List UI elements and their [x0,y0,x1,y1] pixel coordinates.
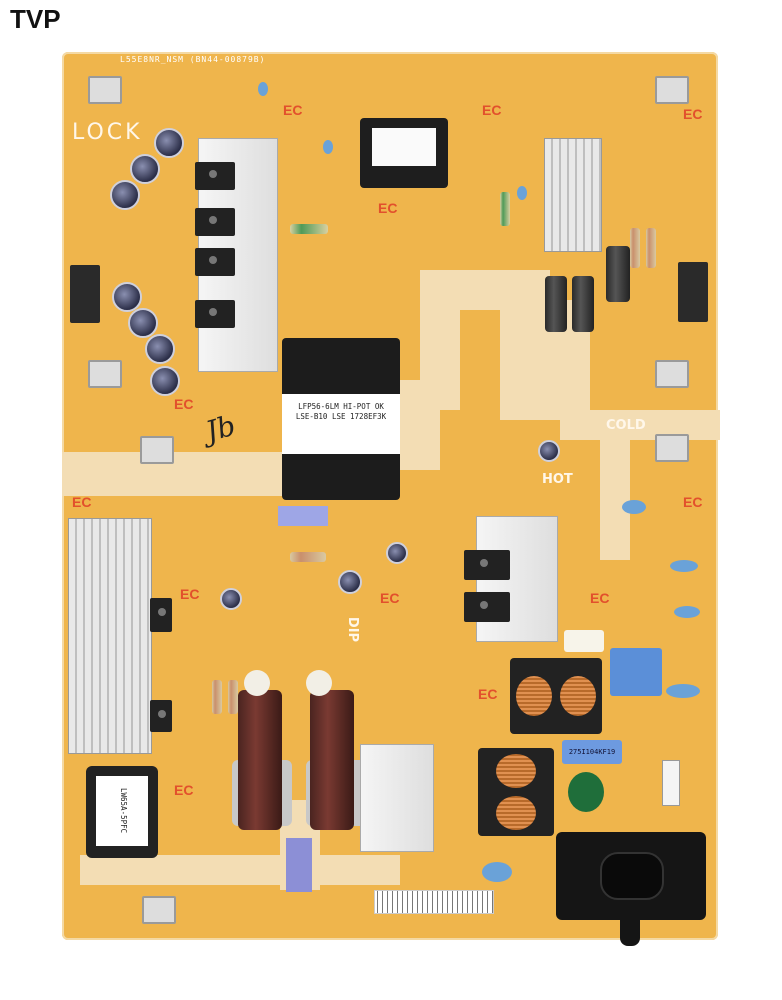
ceramic-capacitor [258,82,268,96]
resistor [500,192,510,226]
ec-mark: EC [283,102,303,118]
cold-label: COLD [606,418,646,433]
mounting-clip [655,360,689,388]
watermark: TVP [10,4,61,34]
electrolytic-capacitor [545,276,567,332]
x-capacitor: 275I104KF19 [562,740,622,764]
transistor [195,248,235,276]
ceramic-capacitor [482,862,512,882]
heatsink [68,518,152,754]
transistor [150,700,172,732]
isolation-lane [62,478,342,496]
ceramic-capacitor [517,186,527,200]
pfc-coil-label: LW65A-5PFC [96,776,148,846]
ec-mark: EC [180,586,200,602]
mounting-clip [140,436,174,464]
transistor [150,598,172,632]
capacitor [154,128,184,158]
ec-mark: EC [174,396,194,412]
fuse [662,760,680,806]
transformer-label-line1: LFP56-6LM HI-POT OK [298,402,384,411]
capacitor [386,542,408,564]
isolation-lane [600,430,630,560]
ceramic-capacitor [666,684,700,698]
resistor [630,228,640,268]
transistor [464,592,510,622]
isolation-lane [80,855,400,885]
electrolytic-capacitor [572,276,594,332]
standby-transformer [360,118,448,188]
ceramic-capacitor [622,500,646,514]
main-transformer: LFP56-6LM HI-POT OK LSE-B10 LSE 1728EF3K [282,338,400,500]
mounting-clip [655,434,689,462]
common-mode-choke [478,748,554,836]
ec-mark: EC [478,686,498,702]
lock-label: LOCK [72,120,143,145]
barcode-label [374,890,494,914]
ceramic-capacitor [674,606,700,618]
capacitor [128,308,158,338]
capacitor [112,282,142,312]
capacitor [145,334,175,364]
mounting-clip [88,76,122,104]
ceramic-capacitor [323,140,333,154]
ec-mark: EC [174,782,194,798]
ec-mark: EC [683,106,703,122]
capacitor [338,570,362,594]
transistor [464,550,510,580]
capacitor-sleeve [286,838,312,892]
ac-inlet-tab [620,918,640,946]
mounting-clip [88,360,122,388]
electrolytic-capacitor [606,246,630,302]
white-capacitor [564,630,604,652]
capacitor [538,440,560,462]
x-capacitor-label: 275I104KF19 [568,748,616,756]
capacitor-sleeve [278,506,328,526]
resistor [228,680,238,714]
transformer-label-line2: LSE-B10 LSE 1728EF3K [295,412,387,421]
ac-power-inlet[interactable] [556,832,706,920]
bulk-capacitor [310,690,354,830]
capacitor-top [306,670,332,696]
x-capacitor [610,648,662,696]
bulk-capacitor [238,690,282,830]
ec-mark: EC [590,590,610,606]
resistor [290,224,328,234]
heatsink [360,744,434,852]
hot-label: HOT [542,472,573,487]
capacitor [220,588,242,610]
model-label: L55E8NR_NSM (BN44-00879B) [120,55,266,64]
resistor [290,552,326,562]
ec-mark: EC [683,494,703,510]
ec-mark: EC [482,102,502,118]
isolation-lane [560,410,720,440]
thermistor [568,772,604,812]
transistor [195,162,235,190]
mounting-clip [142,896,176,924]
connector[interactable] [678,262,708,322]
ceramic-capacitor [670,560,698,572]
transistor [195,208,235,236]
capacitor [150,366,180,396]
capacitor [110,180,140,210]
mounting-clip [655,76,689,104]
transistor [195,300,235,328]
resistor [212,680,222,714]
ec-mark: EC [380,590,400,606]
resistor [646,228,656,268]
capacitor-top [244,670,270,696]
ec-mark: EC [72,494,92,510]
dip-label: DIP [345,616,361,643]
capacitor [130,154,160,184]
heatsink [544,138,602,252]
common-mode-choke [510,658,602,734]
pfc-coil: LW65A-5PFC [86,766,158,858]
ec-mark: EC [378,200,398,216]
connector[interactable] [70,265,100,323]
